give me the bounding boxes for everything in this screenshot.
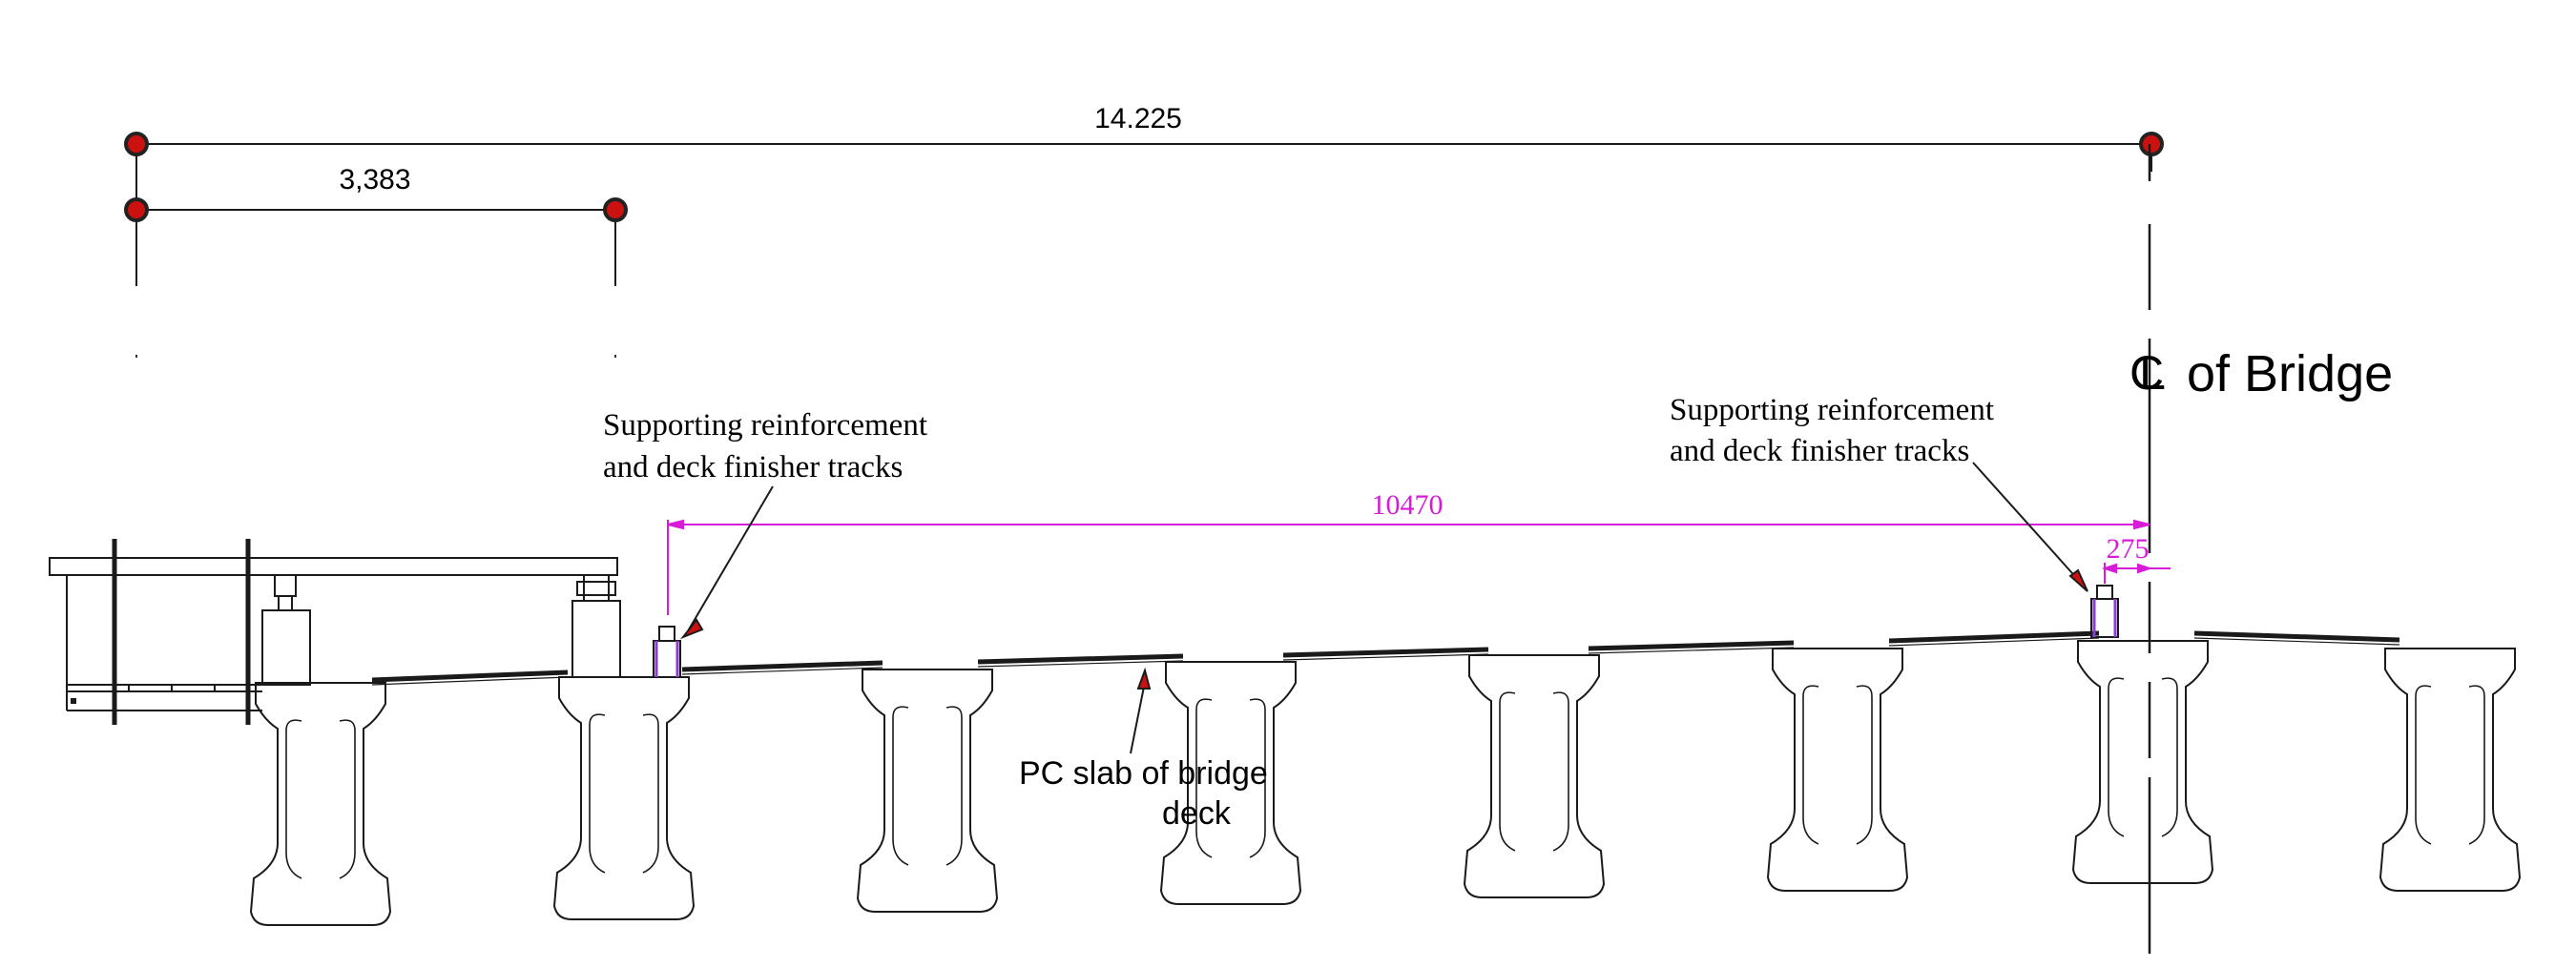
girder-2-web-line — [642, 713, 659, 874]
left-note-line1: Supporting reinforcement — [603, 408, 927, 443]
girder-3 — [856, 669, 999, 913]
girder-2 — [552, 676, 696, 920]
left-note-line2: and deck finisher tracks — [603, 450, 903, 484]
girder-3-web-line — [945, 706, 963, 866]
girder-6-web-line — [1802, 685, 1819, 845]
right-note-line1: Supporting reinforcement — [1670, 393, 1994, 427]
track-dimension-label: 10470 — [1372, 489, 1444, 521]
track-left — [653, 626, 681, 678]
dimension-marker-right-mid — [603, 197, 628, 222]
girder-8 — [2379, 648, 2522, 892]
girder-1-web-line — [285, 719, 302, 879]
leader-left — [679, 485, 774, 640]
girder-7-web-line — [2161, 677, 2178, 837]
girder-4-web-line — [1195, 698, 1213, 858]
girder-5-web-line — [1499, 691, 1516, 852]
girder-8-web-line — [2415, 685, 2432, 845]
deck-finisher-machine — [49, 539, 621, 725]
girder-4 — [1159, 661, 1302, 905]
girder-5 — [1463, 654, 1606, 898]
girder-1 — [249, 682, 392, 926]
girder-7-web-line — [2108, 677, 2125, 837]
rail-offset-label: 275 — [2107, 533, 2150, 565]
girder-group — [249, 640, 2522, 926]
centerline-symbol: CL — [2129, 346, 2165, 400]
dimension-marker-left-top — [124, 132, 149, 156]
deck-slab-underside — [371, 637, 2400, 686]
overall-dimension — [135, 143, 2152, 286]
dimension-marker-right-top — [2139, 132, 2164, 156]
track-dimension — [667, 519, 2150, 615]
girder-8-web-line — [2468, 685, 2485, 845]
edge-dimension — [136, 209, 616, 286]
edge-dimension-label: 3,383 — [339, 164, 410, 196]
right-note-line2: and deck finisher tracks — [1670, 434, 1969, 468]
slab-note-line2: deck — [1162, 795, 1232, 832]
girder-2-web-line — [589, 713, 606, 874]
leader-slab — [1130, 667, 1152, 754]
girder-6 — [1766, 648, 1909, 892]
dimension-marker-left-mid — [124, 197, 149, 222]
girder-6-web-line — [1856, 685, 1873, 845]
leader-right — [1972, 462, 2088, 592]
girder-3-web-line — [892, 706, 909, 866]
girder-4-web-line — [1249, 698, 1266, 858]
rail-offset-dimension — [2101, 563, 2171, 584]
slab-note-line1: PC slab of bridge — [1019, 755, 1268, 792]
overall-dimension-label: 14.225 — [1094, 103, 1182, 134]
girder-5-web-line — [1552, 691, 1569, 852]
girder-7 — [2071, 640, 2214, 884]
track-right — [2090, 585, 2119, 638]
centerline-label: of Bridge — [2187, 345, 2393, 402]
girder-1-web-line — [339, 719, 356, 879]
deck-slabs — [371, 630, 2400, 683]
